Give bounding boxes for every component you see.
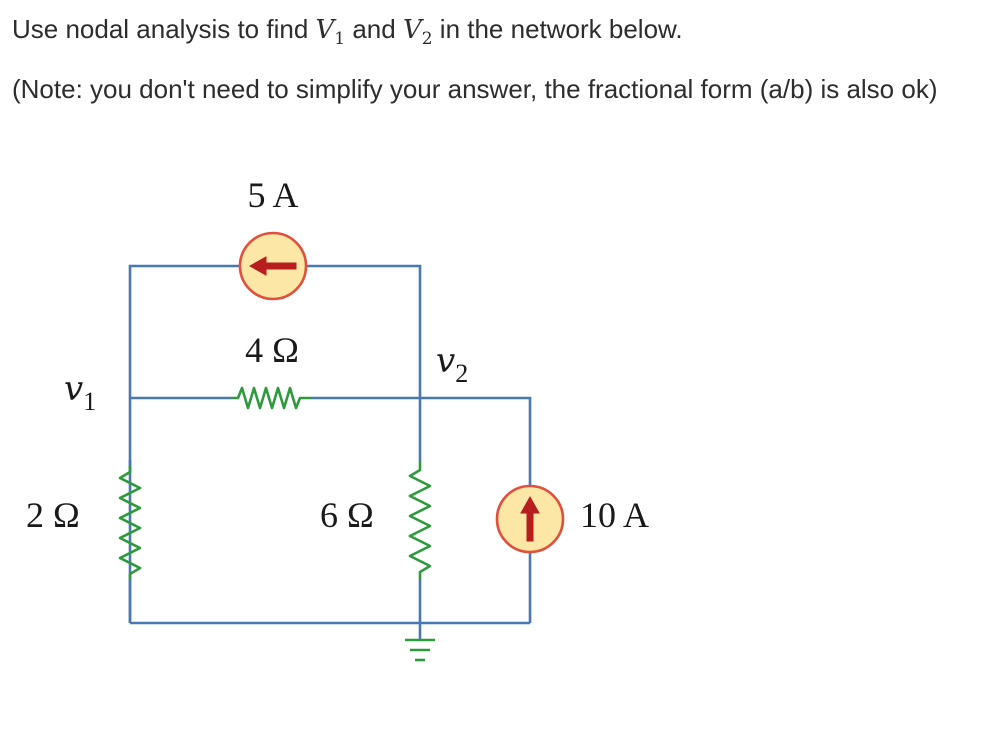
arrow-up-icon [520,495,540,542]
resistor-2-ohm [118,465,142,580]
ground-icon [405,638,435,662]
v1-symbol: V1 [315,15,346,49]
label-10a: 10 A [580,495,649,535]
label-2-ohm: 2 Ω [26,495,80,535]
wire-mid-right [312,396,532,486]
wire-top-right [306,264,422,398]
current-source-5a [238,231,308,301]
question-suffix: in the network below. [432,14,683,44]
wire-top-left [128,264,240,623]
label-node-v2: v2 [436,341,468,388]
arrow-left-icon [248,256,297,276]
question-note: (Note: you don't need to simplify your a… [12,74,938,104]
resistor-4-ohm [232,386,312,410]
label-4-ohm: 4 Ω [245,330,299,370]
question-middle: and [345,14,403,44]
label-node-v1: v1 [64,369,96,416]
question-text: Use nodal analysis to find V1 and V2 in … [12,10,992,58]
label-5a: 5 A [247,175,298,215]
resistor-6-ohm [408,462,432,580]
current-source-10a [495,484,565,554]
v2-symbol: V2 [402,15,433,49]
wires [128,264,532,640]
label-6-ohm: 6 Ω [320,495,374,535]
question-prefix: Use nodal analysis to find [12,14,316,44]
